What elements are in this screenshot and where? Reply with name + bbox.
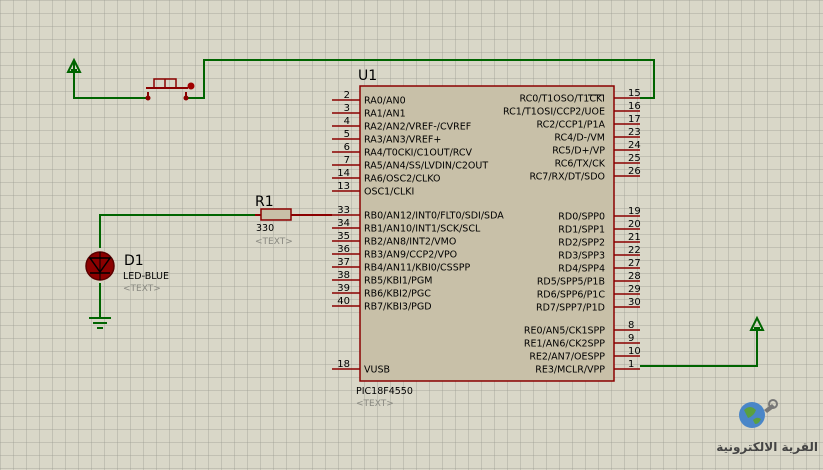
chip-pin-number: 34 <box>337 218 350 229</box>
chip-pin-number: 6 <box>344 142 350 153</box>
chip-pin-label: RA0/AN0 <box>364 96 406 107</box>
wires <box>73 59 758 367</box>
led-d1[interactable]: D1 LED-BLUE <TEXT> <box>85 251 169 294</box>
chip-pin-number: 17 <box>628 114 641 125</box>
logo-text: القرية الالكترونية <box>716 440 818 455</box>
chip-pin-label: RD6/SPP6/P1C <box>537 290 606 301</box>
chip-pin-number: 13 <box>337 181 350 192</box>
chip-pin-number: 40 <box>337 296 350 307</box>
push-button[interactable] <box>145 78 195 101</box>
chip-pin-label: RE0/AN5/CK1SPP <box>524 326 605 337</box>
chip-pin-label: RA4/T0CKI/C1OUT/RCV <box>364 148 473 159</box>
chip-pin-label: RC2/CCP1/P1A <box>536 120 605 131</box>
chip-pin-label: RD5/SPP5/P1B <box>537 277 605 288</box>
chip-pin-number: 3 <box>344 103 350 114</box>
chip-pin-label: RD4/SPP4 <box>558 264 605 275</box>
wire-power-to-button <box>73 74 148 99</box>
chip-pin-label: RD2/SPP2 <box>558 238 605 249</box>
chip-pin-label: RD3/SPP3 <box>558 251 605 262</box>
chip-pin-number: 30 <box>628 297 641 308</box>
chip-pin-number: 4 <box>344 116 350 127</box>
chip-pin-label: RA5/AN4/SS/LVDIN/C2OUT <box>364 161 488 172</box>
chip-pin-label: RC4/D-/VM <box>554 133 605 144</box>
chip-pin-number: 21 <box>628 232 641 243</box>
chip-pin-number: 27 <box>628 258 641 269</box>
resistor-value-label: 330 <box>256 223 274 234</box>
chip-pin-label: RC6/TX/CK <box>555 159 606 170</box>
led-text-label: <TEXT> <box>123 284 161 294</box>
chip-pin-label: RB1/AN10/INT1/SCK/SCL <box>364 224 481 235</box>
power-terminal-right <box>749 315 765 331</box>
chip-pin-number: 23 <box>628 127 641 138</box>
resistor-text-label: <TEXT> <box>255 237 293 247</box>
power-terminal-top <box>66 57 82 74</box>
chip-pin-number: 20 <box>628 219 641 230</box>
chip-pin-label: OSC1/CLKI <box>364 187 414 198</box>
chip-pin-number: 29 <box>628 284 641 295</box>
chip-pin-label: RB5/KBI1/PGM <box>364 276 432 287</box>
chip-pin-number: 10 <box>628 346 641 357</box>
chip-ref-label: U1 <box>358 68 377 84</box>
chip-pin-number: 14 <box>337 168 350 179</box>
chip-pin-label: RC5/D+/VP <box>552 146 605 157</box>
chip-pin-number: 5 <box>344 129 350 140</box>
led-ref-label: D1 <box>124 253 144 269</box>
chip-pin-number: 1 <box>628 359 634 370</box>
chip-pin-label: RA2/AN2/VREF-/CVREF <box>364 122 471 133</box>
resistor-ref-label: R1 <box>255 194 274 210</box>
chip-pin-number: 25 <box>628 153 641 164</box>
chip-pin-label: RA3/AN3/VREF+ <box>364 135 441 146</box>
chip-pin-label: RA6/OSC2/CLKO <box>364 174 440 185</box>
wire-r1-to-led <box>99 214 255 248</box>
chip-pin-number: 36 <box>337 244 350 255</box>
led-value-label: LED-BLUE <box>123 271 169 282</box>
chip-pin-number: 7 <box>344 155 350 166</box>
chip-pin-label: RC7/RX/DT/SDO <box>530 172 605 183</box>
chip-pin-number: 35 <box>337 231 350 242</box>
chip-pin-number: 38 <box>337 270 350 281</box>
chip-pin-number: 15 <box>628 88 641 99</box>
chip-pin-label: RE2/AN7/OESPP <box>529 352 605 363</box>
chip-pin-number: 18 <box>337 359 350 370</box>
chip-pin-number: 9 <box>628 333 634 344</box>
wire-button-to-rc0 <box>186 59 655 99</box>
chip-pin-label: RB4/AN11/KBI0/CSSPP <box>364 263 470 274</box>
chip-pin-label: RA1/AN1 <box>364 109 406 120</box>
chip-pin-label: RD7/SPP7/P1D <box>536 303 605 314</box>
ground-symbol <box>89 317 111 329</box>
chip-pin-number: 22 <box>628 245 641 256</box>
chip-pin-label: RE3/MCLR/VPP <box>535 365 605 376</box>
wire-mclr-to-power <box>640 330 758 367</box>
chip-pin-number: 24 <box>628 140 641 151</box>
chip-pin-label: RC0/T1OSO/T1CKI <box>519 94 605 105</box>
chip-pin-number: 19 <box>628 206 641 217</box>
chip-pin-label: RD0/SPP0 <box>558 212 605 223</box>
chip-pin-label: RC1/T1OSI/CCP2/UOE <box>503 107 605 118</box>
chip-pin-label: RB0/AN12/INT0/FLT0/SDI/SDA <box>364 211 504 222</box>
chip-pin-label: RD1/SPP1 <box>558 225 605 236</box>
chip-pin-number: 33 <box>337 205 350 216</box>
chip-pin-number: 39 <box>337 283 350 294</box>
chip-pin-label: RB6/KBI2/PGC <box>364 289 431 300</box>
chip-pin-number: 16 <box>628 101 641 112</box>
chip-pin-number: 28 <box>628 271 641 282</box>
chip-pin-label: RE1/AN6/CK2SPP <box>524 339 605 350</box>
chip-pin-label: VUSB <box>364 365 390 376</box>
chip-pin-number: 2 <box>344 90 350 101</box>
chip-pin-label: RB7/KBI3/PGD <box>364 302 432 313</box>
chip-pin-number: 37 <box>337 257 350 268</box>
chip-part-label: PIC18F4550 <box>356 386 413 397</box>
resistor-r1[interactable]: R1 330 <TEXT> <box>255 194 332 247</box>
chip-pin-label: RB2/AN8/INT2/VMO <box>364 237 456 248</box>
chip-text-label: <TEXT> <box>356 399 394 409</box>
chip-pin-number: 26 <box>628 166 641 177</box>
site-logo: القرية الالكترونية <box>716 399 818 455</box>
chip-pin-number: 8 <box>628 320 634 331</box>
chip-pin-label: RB3/AN9/CCP2/VPO <box>364 250 457 261</box>
